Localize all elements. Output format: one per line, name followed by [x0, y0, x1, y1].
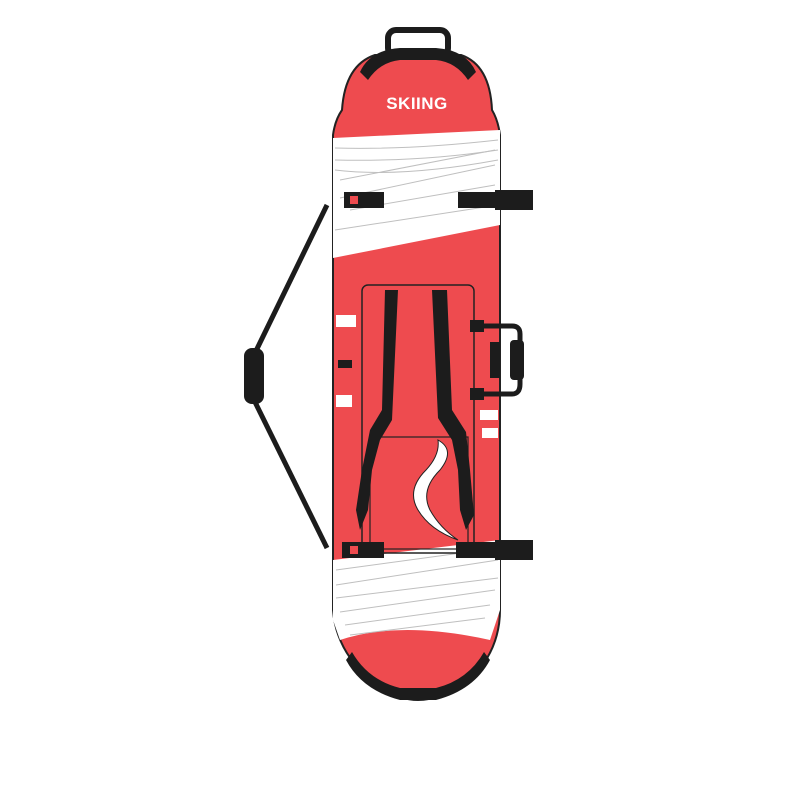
left-backpack-strap [356, 290, 398, 530]
backpack-straps [356, 290, 474, 530]
strap-end-bottom-right [495, 540, 533, 560]
side-carry-handle [470, 320, 524, 400]
bottom-cap [346, 652, 490, 700]
sling-shoulder-pad [244, 348, 264, 404]
back-panel [361, 284, 475, 554]
brand-text: SKIING [386, 94, 448, 113]
upper-white-band [333, 130, 500, 258]
right-backpack-strap [432, 290, 474, 530]
top-compression-straps [344, 190, 533, 210]
left-side-loop [338, 360, 352, 368]
side-handle-grip [510, 340, 524, 380]
bottom-compression-straps [342, 540, 533, 560]
shoulder-sling-strap [244, 203, 330, 550]
buckle-top-right [458, 192, 498, 208]
swoosh-graphic [413, 439, 459, 541]
strap-end-top-right [495, 190, 533, 210]
buckle-bottom-right [456, 542, 498, 558]
buckle-bottom-left [342, 542, 384, 558]
top-cap [360, 48, 476, 80]
bag-body: SKIING [332, 48, 501, 702]
